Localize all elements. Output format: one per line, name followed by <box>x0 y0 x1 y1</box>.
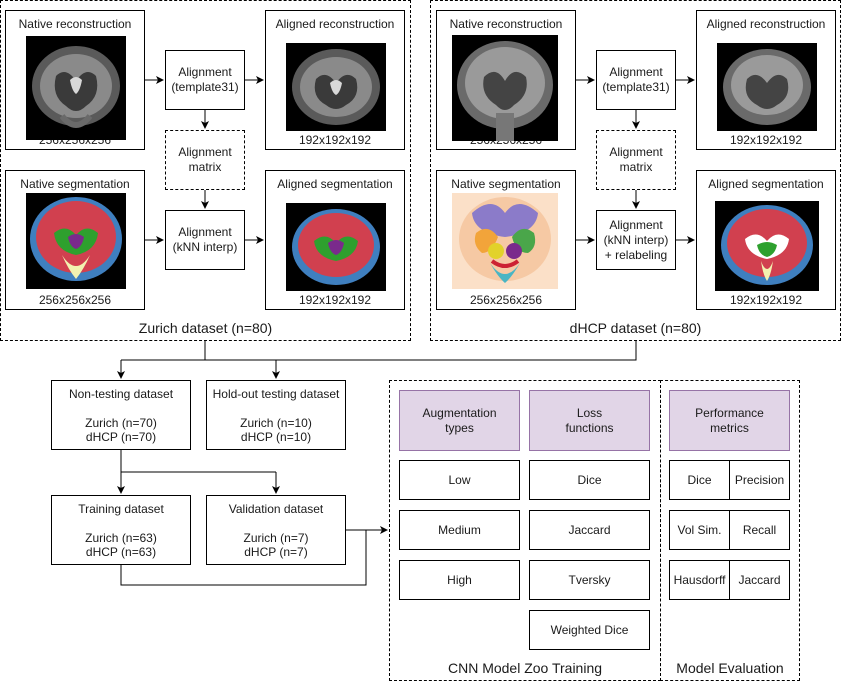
zurich-native-seg-label: Native segmentation <box>20 177 130 191</box>
non-testing-dataset-box: Non-testing dataset Zurich (n=70) dHCP (… <box>51 380 191 450</box>
augmentation-high: High <box>399 560 520 600</box>
dhcp-aligned-recon-label: Aligned reconstruction <box>706 17 826 31</box>
zurich-group <box>0 0 411 341</box>
zurich-aligned-recon-label: Aligned reconstruction <box>275 17 395 31</box>
dhcp-native-recon-box: Native reconstruction 256x256x256 <box>436 10 576 150</box>
augmentation-header: Augmentation types <box>399 390 520 451</box>
loss-header: Loss functions <box>529 390 650 451</box>
validation-dhcp: dHCP (n=7) <box>244 545 308 559</box>
metrics-header-label: Performance metrics <box>695 405 764 435</box>
training-dataset-box: Training dataset Zurich (n=63) dHCP (n=6… <box>51 495 191 565</box>
dhcp-align-matrix-box: Alignment matrix <box>596 130 676 190</box>
metric-precision: Precision <box>729 460 790 500</box>
dhcp-native-mri-image <box>452 35 558 141</box>
zurich-native-recon-label: Native reconstruction <box>18 17 132 31</box>
validation-zurich: Zurich (n=7) <box>243 531 309 545</box>
loss-dice: Dice <box>529 460 650 500</box>
dhcp-aligned-recon-dim: 192x192x192 <box>729 133 803 147</box>
zurich-native-seg-dim: 256x256x256 <box>38 293 112 307</box>
metric-dice: Dice <box>669 460 730 500</box>
line-non-testing-down <box>120 450 276 473</box>
augmentation-header-label: Augmentation types <box>422 405 497 435</box>
zurich-align-template-label: Alignment (template31) <box>171 65 239 94</box>
dhcp-native-seg-box: Native segmentation 256x256x256 <box>436 170 576 310</box>
dhcp-align-template-box: Alignment (template31) <box>596 50 676 110</box>
dhcp-aligned-seg-label: Aligned segmentation <box>708 177 824 191</box>
dhcp-native-seg-dim: 256x256x256 <box>469 293 543 307</box>
dhcp-align-knn-label: Alignment (kNN interp) + relabeling <box>603 217 669 262</box>
dhcp-native-recon-label: Native reconstruction <box>449 17 563 31</box>
metric-recall: Recall <box>729 510 790 550</box>
line-dhcp-down <box>121 341 637 361</box>
metrics-header: Performance metrics <box>669 390 790 451</box>
dhcp-aligned-mri-image <box>717 43 817 131</box>
loss-tversky: Tversky <box>529 560 650 600</box>
validation-title: Validation dataset <box>228 502 324 516</box>
zurich-native-seg-box: Native segmentation 256x256x256 <box>5 170 145 310</box>
zurich-native-recon-box: Native reconstruction 256x256x256 <box>5 10 145 150</box>
evaluation-group-title: Model Evaluation <box>676 660 784 676</box>
zurich-group-title: Zurich dataset (n=80) <box>138 320 273 336</box>
loss-weighted-dice: Weighted Dice <box>529 610 650 650</box>
dhcp-aligned-seg-image <box>715 201 819 291</box>
metric-vol-sim: Vol Sim. <box>669 510 730 550</box>
dhcp-aligned-recon-box: Aligned reconstruction 192x192x192 <box>696 10 836 150</box>
zurich-aligned-recon-dim: 192x192x192 <box>298 133 372 147</box>
zurich-align-matrix-label: Alignment matrix <box>178 145 232 174</box>
zurich-aligned-seg-label: Aligned segmentation <box>277 177 393 191</box>
non-testing-title: Non-testing dataset <box>68 387 174 401</box>
metric-hausdorff: Hausdorff <box>669 560 730 600</box>
dhcp-aligned-seg-dim: 192x192x192 <box>729 293 803 307</box>
loss-header-label: Loss functions <box>565 405 614 435</box>
training-dhcp: dHCP (n=63) <box>85 545 157 559</box>
holdout-title: Hold-out testing dataset <box>212 387 340 401</box>
zurich-aligned-seg-box: Aligned segmentation 192x192x192 <box>265 170 405 310</box>
holdout-dhcp: dHCP (n=10) <box>240 430 312 444</box>
zurich-native-seg-image <box>26 193 126 289</box>
augmentation-medium: Medium <box>399 510 520 550</box>
zurich-aligned-recon-box: Aligned reconstruction 192x192x192 <box>265 10 405 150</box>
non-testing-dhcp: dHCP (n=70) <box>85 430 157 444</box>
augmentation-low: Low <box>399 460 520 500</box>
dhcp-align-template-label: Alignment (template31) <box>602 65 670 94</box>
holdout-dataset-box: Hold-out testing dataset Zurich (n=10) d… <box>206 380 346 450</box>
dhcp-aligned-seg-box: Aligned segmentation 192x192x192 <box>696 170 836 310</box>
metric-jaccard: Jaccard <box>729 560 790 600</box>
non-testing-zurich: Zurich (n=70) <box>85 416 157 430</box>
dhcp-align-matrix-label: Alignment matrix <box>609 145 663 174</box>
zurich-align-template-box: Alignment (template31) <box>165 50 245 110</box>
zurich-aligned-seg-dim: 192x192x192 <box>298 293 372 307</box>
validation-dataset-box: Validation dataset Zurich (n=7) dHCP (n=… <box>206 495 346 565</box>
zurich-align-knn-label: Alignment (kNN interp) <box>172 225 238 254</box>
training-title: Training dataset <box>78 502 164 516</box>
dhcp-native-seg-label: Native segmentation <box>451 177 561 191</box>
holdout-zurich: Zurich (n=10) <box>240 416 312 430</box>
zoo-group-title: CNN Model Zoo Training <box>447 660 603 676</box>
zurich-align-matrix-box: Alignment matrix <box>165 130 245 190</box>
zurich-aligned-seg-image <box>286 203 386 291</box>
zurich-aligned-mri-image <box>286 43 386 131</box>
dhcp-native-seg-image <box>452 193 558 289</box>
loss-jaccard: Jaccard <box>529 510 650 550</box>
dhcp-align-knn-box: Alignment (kNN interp) + relabeling <box>596 210 676 270</box>
training-zurich: Zurich (n=63) <box>85 531 157 545</box>
zurich-align-knn-box: Alignment (kNN interp) <box>165 210 245 270</box>
zurich-native-mri-image <box>26 36 126 140</box>
dhcp-group-title: dHCP dataset (n=80) <box>569 320 702 336</box>
